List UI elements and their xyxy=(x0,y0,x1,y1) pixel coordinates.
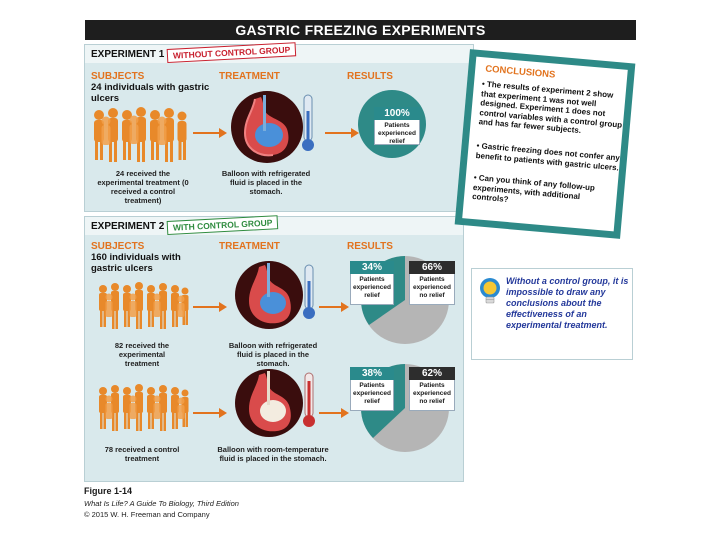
crowd-group-2 xyxy=(99,384,189,431)
arrow-2d xyxy=(319,408,349,418)
result-1-relief-percent: 34% xyxy=(350,261,394,274)
page-title: GASTRIC FREEZING EXPERIMENTS xyxy=(235,22,486,38)
conclusion-item-2: • Gastric freezing does not confer any b… xyxy=(475,141,621,173)
figure-copyright: © 2015 W. H. Freeman and Company xyxy=(84,510,210,519)
results-heading: RESULTS xyxy=(347,71,393,82)
treatment-heading: TREATMENT xyxy=(219,71,280,82)
result-2-norelief-text: Patients experienced no relief xyxy=(413,382,451,405)
arrow-2a xyxy=(193,302,227,312)
conclusion-item-3: • Can you think of any follow-up experim… xyxy=(471,172,596,205)
stomach-refrigerated-illustration xyxy=(235,261,315,329)
title-bar: GASTRIC FREEZING EXPERIMENTS xyxy=(85,20,636,40)
subjects-caption: 24 received the experimental treatment (… xyxy=(97,169,189,205)
arrow-1b xyxy=(325,128,359,138)
result-1-norelief-box: 66% Patients experienced no relief xyxy=(409,261,455,305)
result-2-norelief-percent: 62% xyxy=(409,367,455,380)
tip-text: Without a control group, it is impossibl… xyxy=(506,276,629,330)
subjects-count: 24 individuals with gastric ulcers xyxy=(91,82,210,104)
experiment-1-panel: EXPERIMENT 1 WITHOUT CONTROL GROUP SUBJE… xyxy=(84,42,474,212)
group-1-caption: 82 received the experimental treatment xyxy=(114,341,170,368)
result-text: Patients experienced relief xyxy=(378,122,416,145)
stomach-room-temp-illustration xyxy=(235,369,315,437)
arrow-1a xyxy=(193,128,227,138)
conclusions-card: CONCLUSIONS • The results of experiment … xyxy=(454,49,636,239)
result-1-relief-box: 34% Patients experienced relief xyxy=(350,261,394,305)
result-2-relief-text: Patients experienced relief xyxy=(353,382,391,405)
result-relief-box: 100% Patients experienced relief xyxy=(374,107,420,145)
book-title: What Is Life? A Guide To Biology, Third … xyxy=(84,499,239,508)
experiment-2-label: EXPERIMENT 2 xyxy=(91,221,165,232)
subjects-2-count: 160 individuals with gastric ulcers xyxy=(91,252,181,274)
treatment-2-heading: TREATMENT xyxy=(219,241,280,252)
group-2-caption: 78 received a control treatment xyxy=(104,445,180,463)
result-1-norelief-text: Patients experienced no relief xyxy=(413,276,451,299)
result-percent: 100% xyxy=(374,107,420,120)
figure-title: Figure 1-14 xyxy=(84,486,133,496)
stomach-balloon-illustration xyxy=(231,91,314,163)
result-2-norelief-box: 62% Patients experienced no relief xyxy=(409,367,455,411)
conclusion-item-1: • The results of experiment 2 show that … xyxy=(478,79,623,136)
crowd-group-1 xyxy=(99,282,189,329)
lightbulb-icon xyxy=(480,278,500,304)
result-1-norelief-percent: 66% xyxy=(409,261,455,274)
subjects-heading: SUBJECTS xyxy=(91,71,145,82)
figure-book: What Is Life? A Guide To Biology, Third … xyxy=(84,499,239,508)
treatment-2-caption: Balloon with room-temperature fluid is p… xyxy=(217,445,329,463)
arrow-2b xyxy=(193,408,227,418)
experiment-2-panel: EXPERIMENT 2 WITH CONTROL GROUP SUBJECTS… xyxy=(84,215,464,482)
results-2-heading: RESULTS xyxy=(347,241,393,252)
treatment-caption: Balloon with refrigerated fluid is place… xyxy=(221,169,311,196)
treatment-1-caption: Balloon with refrigerated fluid is place… xyxy=(228,341,318,368)
crowd-illustration xyxy=(94,107,187,162)
result-1-relief-text: Patients experienced relief xyxy=(353,276,391,299)
arrow-2c xyxy=(319,302,349,312)
result-2-relief-percent: 38% xyxy=(350,367,394,380)
experiment-1-label: EXPERIMENT 1 xyxy=(91,49,165,60)
subjects-2-heading: SUBJECTS xyxy=(91,241,145,252)
conclusions-title: CONCLUSIONS xyxy=(484,63,556,81)
tip-box: Without a control group, it is impossibl… xyxy=(471,268,633,360)
result-2-relief-box: 38% Patients experienced relief xyxy=(350,367,394,411)
